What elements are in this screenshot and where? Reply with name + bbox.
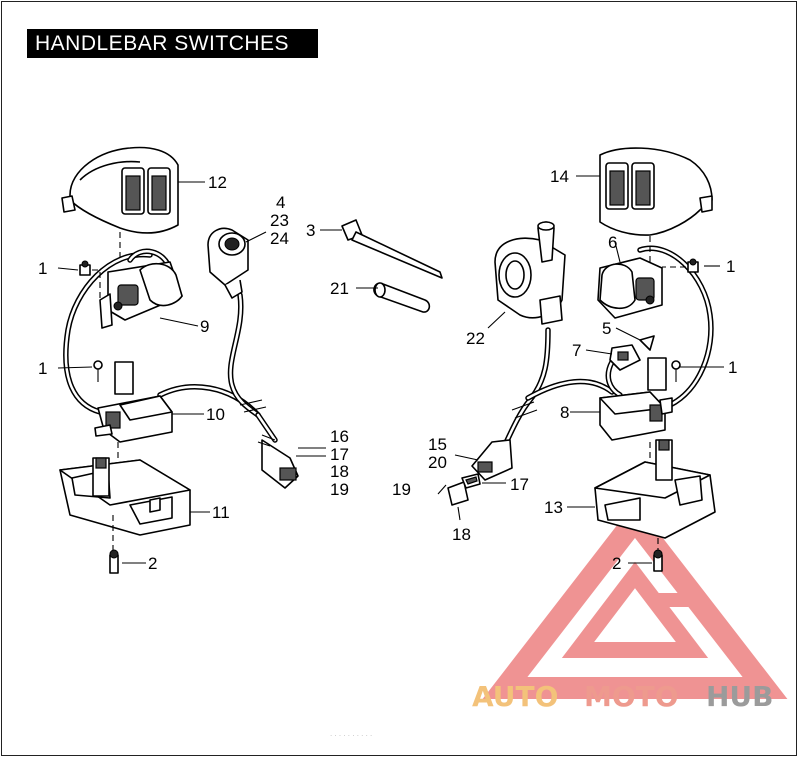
cable-tie: [341, 219, 443, 279]
callout-5: 5: [602, 319, 611, 338]
callout-8: 8: [560, 403, 569, 422]
screw-right-middle: [671, 360, 681, 382]
watermark-logo: [482, 502, 788, 699]
callout-14: 14: [550, 167, 569, 186]
callout-12: 12: [208, 173, 227, 192]
right-lower-housing: [594, 439, 716, 539]
callout-18: 18: [330, 462, 349, 481]
left-post: [114, 361, 134, 395]
callout-17: 17: [510, 475, 529, 494]
left-connector: [257, 434, 299, 489]
callout-labels: 12 1 1 9 10 11 2 4 23 24 3 21 16 17 18 1…: [38, 167, 737, 573]
left-indicator-lamp: [207, 227, 249, 299]
watermark-word-moto: MOTO: [584, 680, 679, 713]
callout-11: 11: [212, 503, 230, 522]
right-throttle-switch-housing: [494, 221, 566, 325]
callout-21: 21: [330, 279, 349, 298]
callout-2: 2: [148, 554, 157, 573]
callout-6: 6: [608, 233, 617, 252]
diagram-title: HANDLEBAR SWITCHES: [35, 32, 290, 55]
screw-right-lower: [653, 549, 663, 572]
left-lower-switch: [94, 395, 173, 443]
screw-left-upper: [79, 260, 91, 276]
leader-lines: [57, 175, 724, 564]
title-bar: HANDLEBAR SWITCHES: [27, 29, 318, 58]
callout-15: 15: [428, 435, 447, 454]
watermark-wordmark: AUTO MOTO HUB: [472, 680, 774, 713]
callout-1: 1: [728, 358, 737, 377]
callout-7: 7: [572, 341, 581, 360]
right-lower-switch: [599, 391, 673, 441]
screw-left-lower: [109, 549, 119, 574]
callout-20: 20: [428, 453, 447, 472]
callout-19: 19: [392, 480, 411, 499]
callout-3: 3: [306, 221, 315, 240]
callout-1: 1: [726, 257, 735, 276]
right-upper-housing: [599, 147, 713, 236]
callout-17: 17: [330, 445, 349, 464]
callout-1: 1: [38, 259, 47, 278]
callout-2: 2: [612, 554, 621, 573]
left-upper-housing: [61, 146, 179, 234]
right-spring-clip: [639, 335, 655, 351]
right-terminals: [437, 473, 481, 506]
screw-left-middle: [93, 360, 103, 382]
callout-10: 10: [206, 405, 225, 424]
callout-22: 22: [466, 329, 485, 348]
right-connector: [471, 439, 513, 481]
right-switch-block: [597, 257, 663, 319]
left-lower-housing: [59, 457, 191, 536]
left-switch-block: [99, 261, 183, 329]
right-post: [647, 357, 667, 391]
callout-4: 4: [276, 193, 285, 212]
callout-23: 23: [270, 211, 289, 230]
callout-24: 24: [270, 229, 289, 248]
callout-9: 9: [200, 317, 209, 336]
callout-16: 16: [330, 427, 349, 446]
right-indicator-lamp: [609, 344, 641, 371]
heat-shrink-tube: [373, 282, 431, 313]
screw-right-upper: [687, 258, 699, 273]
callout-13: 13: [544, 498, 563, 517]
watermark-word-hub: HUB: [706, 680, 774, 713]
faint-footer-mark: · · · · · · · · · ·: [330, 732, 372, 740]
callout-1: 1: [38, 359, 47, 378]
right-wire-harness: [502, 245, 714, 448]
callout-19: 19: [330, 480, 349, 499]
watermark-word-auto: AUTO: [472, 680, 558, 713]
callout-18: 18: [452, 525, 471, 544]
